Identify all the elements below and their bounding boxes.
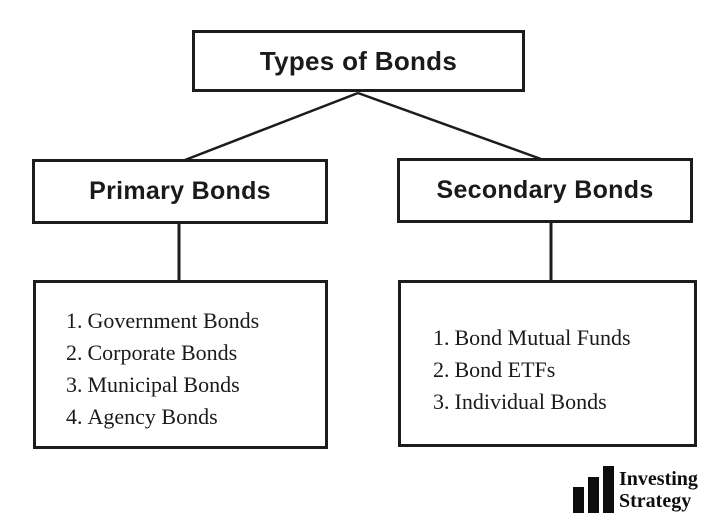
list-item-number: 2.	[66, 340, 83, 365]
list-item: 2.Corporate Bonds	[66, 337, 315, 369]
branch-node-label: Secondary Bonds	[436, 176, 654, 204]
root-node-label: Types of Bonds	[259, 45, 458, 76]
list-item-label: Corporate Bonds	[87, 340, 238, 365]
list-item-label: Municipal Bonds	[87, 372, 240, 397]
bar-chart-icon-bar	[573, 487, 584, 513]
list-item-label: Bond Mutual Funds	[454, 325, 631, 350]
bar-chart-icon-bar	[588, 477, 599, 513]
logo-text-line2: Strategy	[619, 490, 692, 512]
primary-bonds-list-box: 1.Government Bonds 2.Corporate Bonds 3.M…	[33, 280, 328, 449]
list-item-number: 1.	[66, 308, 83, 333]
list-item-number: 3.	[433, 389, 450, 414]
list-item-label: Individual Bonds	[454, 389, 607, 414]
list-item-number: 1.	[433, 325, 450, 350]
investing-strategy-logo: Investing Strategy	[573, 466, 698, 513]
bar-chart-icon-bar	[603, 466, 614, 513]
connector-root-to-secondary	[357, 91, 542, 161]
list-item-number: 3.	[66, 372, 83, 397]
logo-text-line1: Investing	[619, 468, 698, 490]
list-item-label: Bond ETFs	[454, 357, 556, 382]
branch-node-primary-bonds: Primary Bonds	[32, 159, 328, 224]
logo-wordmark: Investing Strategy	[619, 468, 698, 513]
list-item: 4.Agency Bonds	[66, 401, 315, 433]
list-item: 1.Bond Mutual Funds	[433, 322, 684, 354]
list-item: 3.Municipal Bonds	[66, 369, 315, 401]
branch-node-secondary-bonds: Secondary Bonds	[397, 158, 693, 223]
list-item-label: Government Bonds	[87, 308, 260, 333]
connector-root-to-primary	[184, 91, 359, 162]
list-item-number: 2.	[433, 357, 450, 382]
list-item: 1.Government Bonds	[66, 305, 315, 337]
branch-node-label: Primary Bonds	[89, 177, 271, 205]
secondary-bonds-list-box: 1.Bond Mutual Funds 2.Bond ETFs 3.Indivi…	[398, 280, 697, 447]
bar-chart-icon	[573, 466, 614, 513]
list-item-number: 4.	[66, 404, 83, 429]
list-item-label: Agency Bonds	[87, 404, 218, 429]
list-item: 2.Bond ETFs	[433, 354, 684, 386]
list-item: 3.Individual Bonds	[433, 386, 684, 418]
root-node-types-of-bonds: Types of Bonds	[192, 30, 525, 92]
